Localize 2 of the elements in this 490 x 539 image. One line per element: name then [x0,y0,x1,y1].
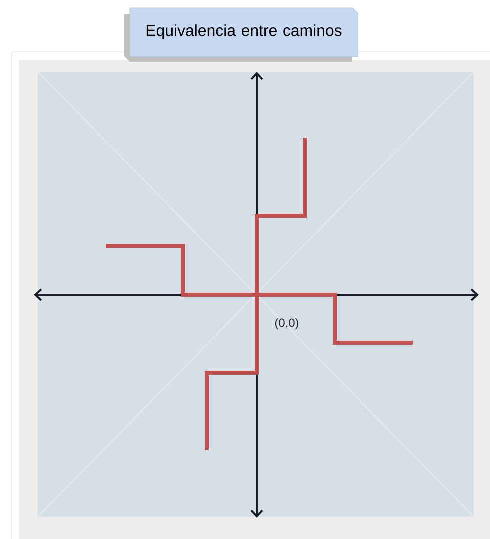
title-box: Equivalencia entre caminos [124,8,358,62]
origin-label: (0,0) [275,318,299,330]
